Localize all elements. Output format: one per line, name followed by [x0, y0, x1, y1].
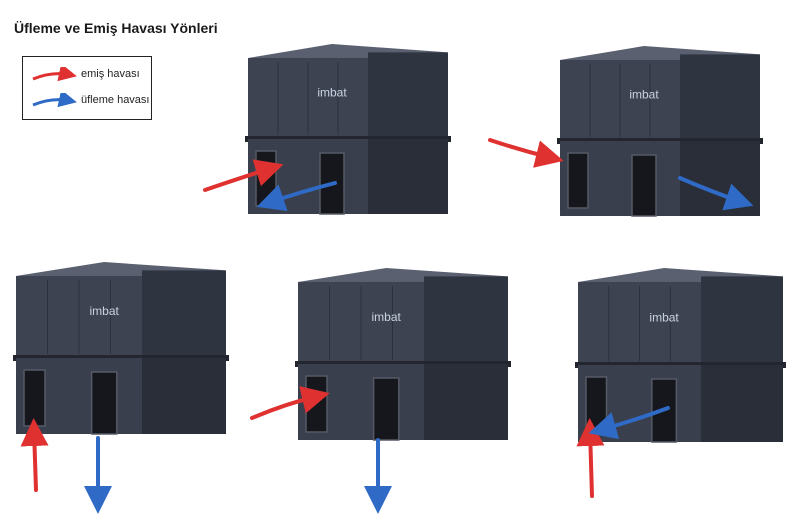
unit-upper-side [142, 270, 226, 358]
page-title: Üfleme ve Emiş Havası Yönleri [14, 20, 218, 36]
brand-logo: imbat [649, 310, 679, 324]
unit-3: imbat [13, 262, 229, 435]
red-arrow-icon [32, 67, 77, 82]
legend-item-ufleme: üfleme havası [23, 91, 153, 111]
supply-air-arrow [256, 181, 337, 212]
unit-upper-side [680, 54, 760, 141]
unit-5: imbat [575, 268, 786, 443]
air-opening [631, 154, 657, 217]
intake-air-arrow [250, 386, 330, 420]
legend-label-emis: emiş havası [81, 68, 140, 80]
air-opening [567, 152, 589, 209]
brand-logo: imbat [317, 85, 347, 99]
legend-label-ufleme: üfleme havası [81, 94, 150, 106]
intake-air-arrow [20, 418, 49, 492]
intake-air-arrow [203, 159, 284, 192]
air-opening [255, 150, 277, 207]
air-opening [372, 377, 400, 441]
unit-base-side [368, 139, 448, 214]
unit-upper-side [424, 276, 508, 364]
air-opening [305, 375, 328, 433]
air-opening [90, 371, 118, 435]
legend-item-emis: emiş havası [23, 65, 153, 85]
unit-2: imbat [557, 46, 763, 217]
blue-arrow-icon [32, 93, 77, 108]
supply-air-arrow [678, 176, 754, 211]
unit-upper-side [701, 276, 783, 365]
brand-logo: imbat [629, 87, 659, 101]
intake-air-arrow [488, 138, 564, 168]
intake-air-arrow [576, 418, 605, 498]
supply-air-arrow [588, 406, 670, 440]
brand-logo: imbat [90, 304, 120, 318]
unit-upper-side [368, 52, 448, 139]
legend: emiş havası üfleme havası [22, 56, 152, 120]
unit-base-side [424, 364, 508, 440]
unit-base-side [701, 365, 783, 442]
unit-4: imbat [295, 268, 511, 441]
unit-base-side [680, 141, 760, 216]
air-opening [23, 369, 46, 427]
unit-1: imbat [245, 44, 451, 215]
brand-logo: imbat [372, 310, 402, 324]
unit-base-side [142, 358, 226, 434]
air-opening [585, 376, 608, 435]
